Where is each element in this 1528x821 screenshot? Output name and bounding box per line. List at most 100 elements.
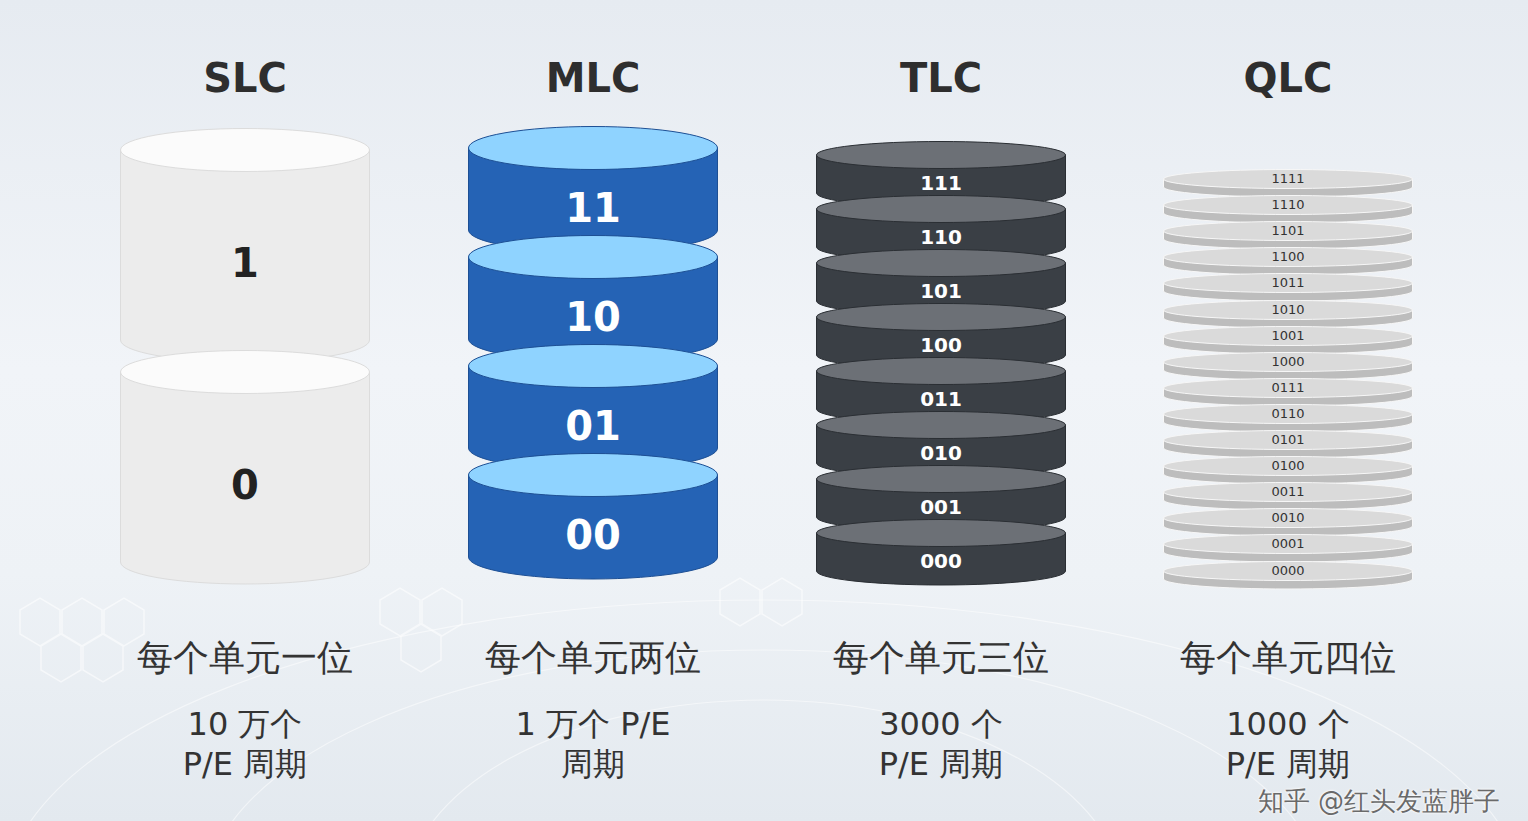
bit-disk: 0111 (1163, 378, 1413, 408)
bit-label: 00 (468, 511, 718, 559)
bit-label: 0000 (1163, 563, 1413, 579)
bit-label: 010 (816, 441, 1066, 465)
disk-top (1164, 483, 1413, 502)
column-title: MLC (443, 54, 743, 102)
bit-disk: 0110 (1163, 404, 1413, 434)
disk-top (469, 236, 718, 279)
disk-top (1164, 274, 1413, 293)
disk-top (817, 520, 1066, 547)
bit-disk: 000 (816, 519, 1066, 587)
disk-top (1164, 248, 1413, 267)
pe-cycles: 3000 个 P/E 周期 (861, 704, 1021, 784)
bit-disk: 0010 (1163, 508, 1413, 538)
disk-top (1164, 222, 1413, 241)
pe-cycles: 10 万个 P/E 周期 (165, 704, 325, 784)
pe-cycles: 1000 个 P/E 周期 (1208, 704, 1368, 784)
disk-top (1164, 535, 1413, 554)
bit-disk: 00 (468, 453, 718, 581)
bit-disk: 1000 (1163, 352, 1413, 382)
disk-top (1164, 326, 1413, 345)
disk-top (1164, 404, 1413, 423)
bit-label: 1 (120, 239, 370, 287)
bit-disk: 1011 (1163, 273, 1413, 303)
bit-label: 011 (816, 387, 1066, 411)
disk-top (817, 304, 1066, 331)
bit-label: 0001 (1163, 536, 1413, 552)
bits-per-cell: 每个单元三位 (776, 634, 1106, 682)
disk-top (1164, 196, 1413, 215)
bits-per-cell: 每个单元两位 (428, 634, 758, 682)
watermark: 知乎 @红头发蓝胖子 (1100, 786, 1500, 816)
bit-disk: 0101 (1163, 430, 1413, 460)
disk-top (1164, 457, 1413, 476)
disk-body (121, 372, 370, 584)
disk-top (817, 142, 1066, 169)
bit-label: 000 (816, 549, 1066, 573)
disk-top (1164, 352, 1413, 371)
bits-per-cell: 每个单元四位 (1123, 634, 1453, 682)
bit-label: 0110 (1163, 406, 1413, 422)
bit-label: 0011 (1163, 484, 1413, 500)
bit-label: 1001 (1163, 328, 1413, 344)
bit-disk: 1110 (1163, 195, 1413, 225)
bit-disk: 1010 (1163, 300, 1413, 330)
bit-label: 1011 (1163, 275, 1413, 291)
bit-disk: 1101 (1163, 221, 1413, 251)
bit-label: 1110 (1163, 197, 1413, 213)
bit-label: 1101 (1163, 223, 1413, 239)
bits-per-cell: 每个单元一位 (80, 634, 410, 682)
bit-label: 01 (468, 402, 718, 450)
disk-top (1164, 378, 1413, 397)
bit-label: 1000 (1163, 354, 1413, 370)
bit-label: 110 (816, 225, 1066, 249)
column-title: TLC (791, 54, 1091, 102)
disk-top (817, 412, 1066, 439)
bit-label: 1100 (1163, 249, 1413, 265)
bit-label: 0 (120, 461, 370, 509)
bit-label: 11 (468, 184, 718, 232)
bit-label: 0100 (1163, 458, 1413, 474)
disk-top (121, 351, 370, 394)
bit-disk: 0 (120, 350, 370, 586)
bit-disk: 1 (120, 128, 370, 364)
disk-top (817, 466, 1066, 493)
disk-top (817, 196, 1066, 223)
disk-top (817, 358, 1066, 385)
disk-top (817, 250, 1066, 277)
bit-label: 111 (816, 171, 1066, 195)
bit-label: 0010 (1163, 510, 1413, 526)
bit-label: 0101 (1163, 432, 1413, 448)
disk-top (469, 454, 718, 497)
pe-cycles: 1 万个 P/E 周期 (513, 704, 673, 784)
column-title: SLC (95, 54, 395, 102)
globe-lines (4, 600, 1524, 821)
bit-label: 101 (816, 279, 1066, 303)
disk-top (121, 129, 370, 172)
bit-disk: 1100 (1163, 247, 1413, 277)
bit-disk: 10 (468, 235, 718, 363)
disk-top (469, 127, 718, 170)
column-title: QLC (1138, 54, 1438, 102)
bit-label: 0111 (1163, 380, 1413, 396)
hex-grid (20, 578, 802, 682)
disk-top (1164, 170, 1413, 189)
disk-body (121, 150, 370, 362)
bit-label: 10 (468, 293, 718, 341)
bit-label: 100 (816, 333, 1066, 357)
disk-top (1164, 431, 1413, 450)
bit-disk: 1001 (1163, 326, 1413, 356)
disk-top (1164, 509, 1413, 528)
bit-disk: 1111 (1163, 169, 1413, 199)
disk-top (469, 345, 718, 388)
bit-disk: 0001 (1163, 534, 1413, 564)
bit-disk: 01 (468, 344, 718, 472)
bit-label: 1111 (1163, 171, 1413, 187)
bit-disk: 11 (468, 126, 718, 254)
disk-top (1164, 300, 1413, 319)
bit-label: 1010 (1163, 302, 1413, 318)
bit-disk: 0011 (1163, 482, 1413, 512)
bit-disk: 0000 (1163, 561, 1413, 591)
bit-disk: 0100 (1163, 456, 1413, 486)
bit-label: 001 (816, 495, 1066, 519)
